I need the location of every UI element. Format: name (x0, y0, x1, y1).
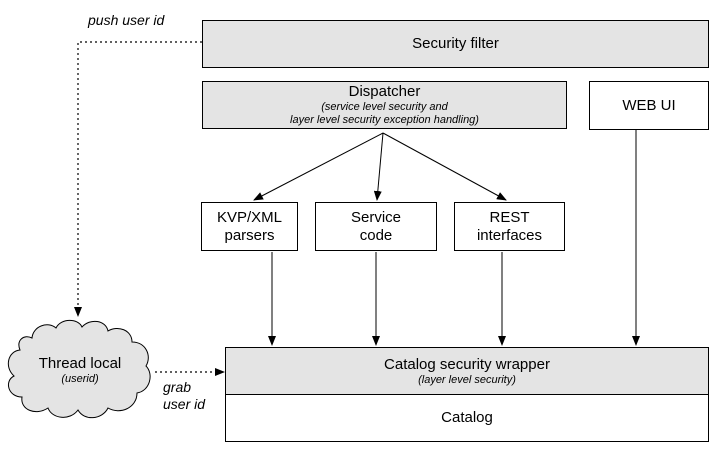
security-filter-label: Security filter (412, 35, 499, 52)
dispatcher-subtitle-line2: layer level security exception handling) (290, 114, 479, 126)
user-id-label: user id (163, 396, 206, 412)
push-user-id-arrow (74, 41, 202, 317)
kvp-xml-label-line1: KVP/XML (216, 208, 283, 226)
dispatcher-to-kvp-arrow (253, 132, 384, 201)
catalog-security-wrapper-title: Catalog security wrapper (384, 355, 550, 373)
thread-local-text: Thread local (userid) (20, 355, 140, 386)
kvp-xml-parsers-box: KVP/XML parsers (201, 202, 298, 251)
grab-label: grab (163, 379, 192, 395)
dispatcher-subtitle-line1: (service level security and (321, 101, 448, 113)
catalog-box: Catalog (225, 394, 709, 442)
security-filter-box: Security filter (202, 20, 709, 68)
rest-interfaces-box: REST interfaces (454, 202, 565, 251)
dispatcher-box: Dispatcher (service level security and l… (202, 81, 567, 129)
thread-local-cloud (7, 319, 151, 419)
kvp-xml-label-line2: parsers (224, 226, 275, 244)
web-ui-box: WEB UI (589, 81, 709, 130)
rest-label-line2: interfaces (476, 226, 543, 244)
web-ui-label: WEB UI (622, 96, 676, 114)
catalog-security-wrapper-box: Catalog security wrapper (layer level se… (225, 347, 709, 395)
thread-local-title: Thread local (38, 355, 122, 372)
push-user-id-label: push user id (88, 12, 165, 28)
service-code-box: Service code (315, 202, 437, 251)
rest-label-line1: REST (489, 208, 530, 226)
service-code-label-line2: code (359, 226, 393, 244)
thread-local-subtitle: (userid) (61, 373, 99, 385)
dispatcher-to-service-arrow (373, 132, 384, 201)
catalog-security-wrapper-subtitle: (layer level security) (418, 373, 516, 386)
dispatcher-to-rest-arrow (382, 132, 507, 201)
service-code-label-line1: Service (350, 208, 402, 226)
dispatcher-title: Dispatcher (348, 83, 421, 100)
catalog-label: Catalog (441, 409, 493, 426)
